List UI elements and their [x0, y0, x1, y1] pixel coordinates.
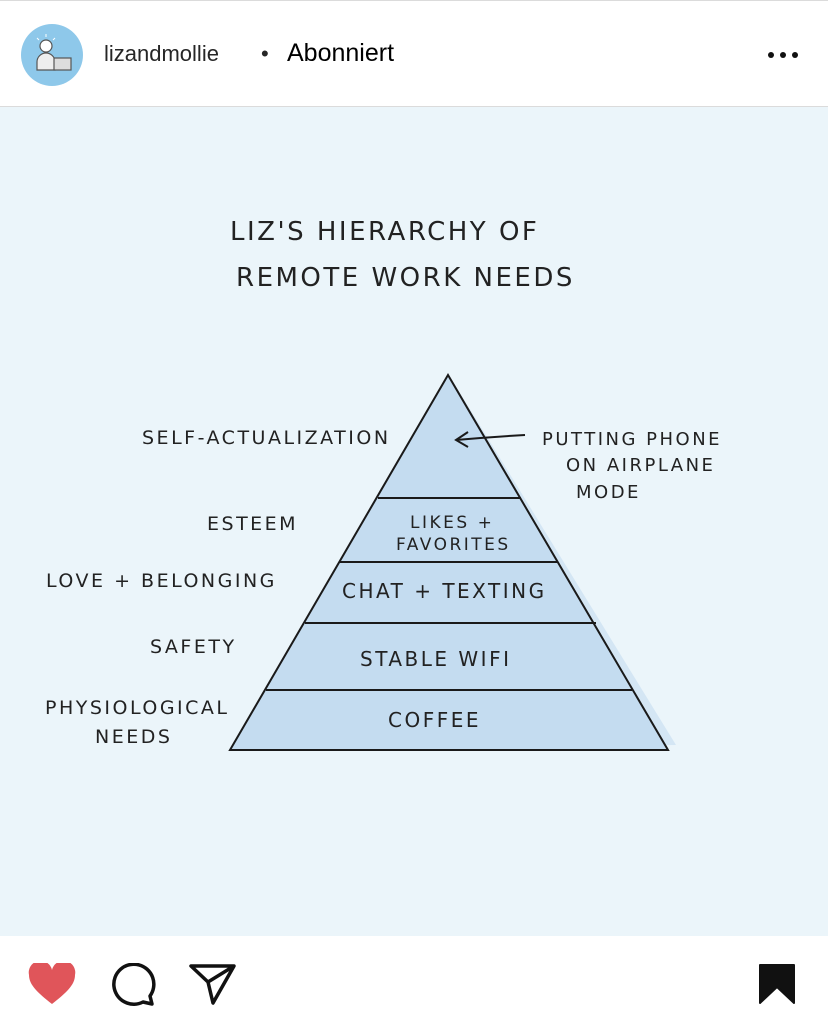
pyramid-dividers: [266, 497, 632, 691]
need-wifi: STABLE WIFI: [360, 647, 511, 671]
level-label-love-belonging: LOVE + BELONGING: [46, 570, 277, 592]
like-button[interactable]: [28, 960, 76, 1010]
level-label-physiological-2: NEEDS: [95, 726, 172, 748]
comment-button[interactable]: [110, 962, 156, 1012]
title-line-1: LIZ'S HIERARCHY OF: [230, 217, 539, 247]
level-label-physiological-1: PHYSIOLOGICAL: [45, 697, 230, 719]
person-lightbulb-laptop-avatar-icon: [36, 34, 72, 71]
post-header: lizandmollie • Abonniert: [0, 0, 828, 107]
more-horizontal-icon: [768, 52, 798, 58]
annotation-line-3: MODE: [576, 482, 641, 503]
annotation-line-2: ON AIRPLANE: [566, 455, 715, 476]
save-button[interactable]: [758, 963, 796, 1010]
level-label-safety: SAFETY: [150, 636, 237, 658]
avatar[interactable]: [21, 24, 83, 86]
follow-status-button[interactable]: Abonniert: [287, 39, 395, 67]
level-label-self-actualization: SELF-ACTUALIZATION: [142, 427, 391, 449]
post-actions-bar: [0, 936, 828, 1026]
need-coffee: COFFEE: [388, 708, 481, 732]
send-icon: [189, 964, 236, 1005]
hierarchy-illustration: LIZ'S HIERARCHY OF REMOTE WORK NEEDS SEL…: [45, 217, 722, 751]
separator-dot: •: [261, 41, 269, 66]
title-line-2: REMOTE WORK NEEDS: [236, 263, 575, 293]
more-options-button[interactable]: [766, 39, 800, 63]
arrow-icon: [454, 431, 526, 448]
share-button[interactable]: [189, 963, 237, 1010]
comment-icon: [112, 962, 156, 1006]
need-likes-1: LIKES +: [410, 513, 494, 533]
username-link[interactable]: lizandmollie: [104, 41, 219, 66]
heart-filled-icon: [28, 960, 76, 1004]
need-likes-2: FAVORITES: [396, 535, 511, 555]
post-image[interactable]: LIZ'S HIERARCHY OF REMOTE WORK NEEDS SEL…: [0, 107, 828, 936]
level-label-esteem: ESTEEM: [207, 513, 298, 535]
bookmark-filled-icon: [759, 964, 795, 1004]
annotation-line-1: PUTTING PHONE: [542, 429, 722, 450]
need-chat: CHAT + TEXTING: [342, 579, 547, 603]
